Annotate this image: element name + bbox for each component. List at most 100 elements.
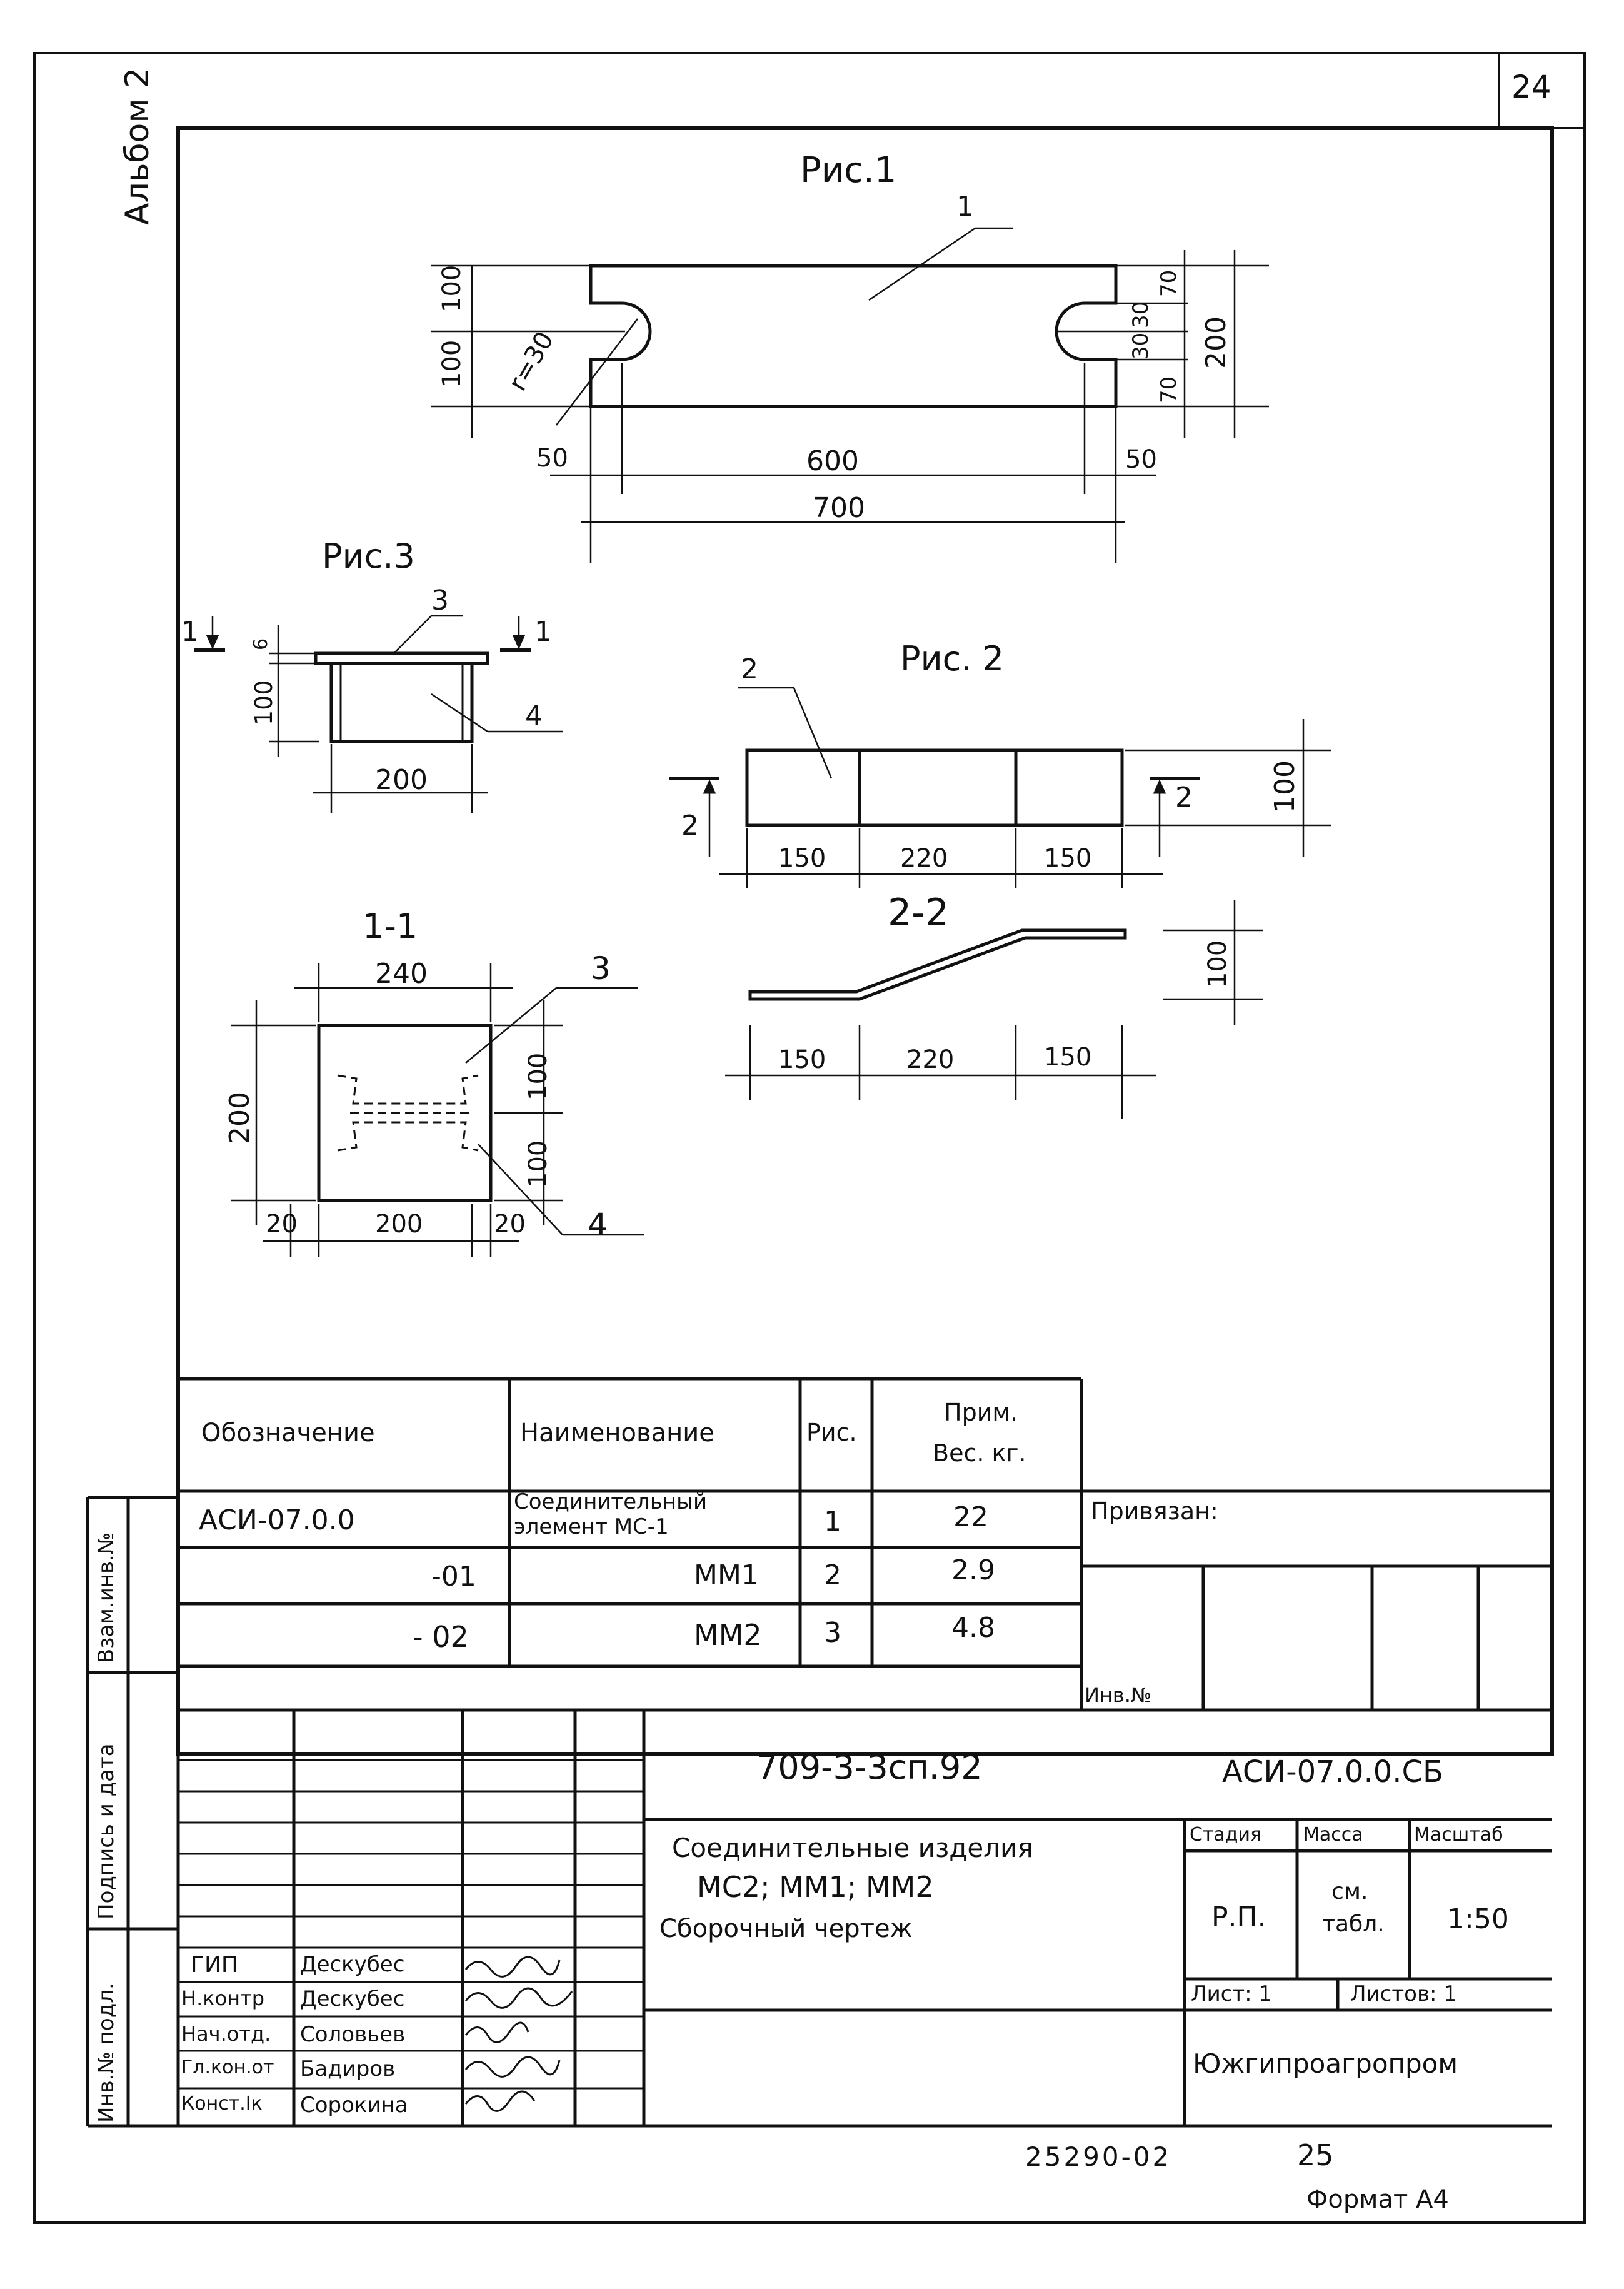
- inventory-number: 25290-02: [1025, 2141, 1172, 2172]
- sig-role-3: Нач.отд.: [181, 2022, 271, 2046]
- sig-name-4: Бадиров: [300, 2056, 396, 2081]
- fig2-dim-seg2: 220: [900, 844, 948, 873]
- spec-table-lines: [178, 1377, 1552, 1712]
- spec-header-designation: Обозначение: [201, 1419, 375, 1447]
- fig1-dim-right-70a: 70: [1156, 269, 1181, 297]
- section11-part-ref-bottom: 4: [588, 1207, 608, 1243]
- spec-row2-designation: -01: [431, 1561, 476, 1592]
- fig1-title: Рис.1: [800, 150, 897, 191]
- spec-header-note-line2: Вес. кг.: [933, 1439, 1026, 1467]
- section22-dimension-lines: [725, 900, 1263, 1119]
- fig1-dim-right-70b: 70: [1156, 376, 1181, 403]
- fig1-part-ref: 1: [956, 191, 974, 223]
- fig1-dim-right-total: 200: [1200, 316, 1232, 369]
- fig2-dim-seg1: 150: [778, 844, 826, 873]
- binding-label: Привязан:: [1091, 1497, 1218, 1525]
- section22-dim-seg3: 150: [1044, 1043, 1092, 1072]
- spec-header-note-line1: Прим.: [944, 1399, 1018, 1426]
- fig3-dim-height: 100: [250, 680, 278, 725]
- sig-name-5: Сорокина: [300, 2093, 408, 2118]
- side-label-original-inv: Инв.№ подл.: [94, 1983, 119, 2123]
- sheet-frames: [33, 52, 1586, 2224]
- spec-row2-name: ММ1: [694, 1559, 759, 1591]
- fig3-section-mark-right: 1: [534, 616, 552, 648]
- mass-value-line1: см.: [1331, 1879, 1368, 1904]
- spec-row3-designation: - 02: [413, 1620, 469, 1654]
- binding-inv-label: Инв.№: [1085, 1683, 1152, 1707]
- mass-value-line2: табл.: [1322, 1911, 1385, 1937]
- fig2-dim-seg3: 150: [1044, 844, 1092, 873]
- fig1-dim-overall: 700: [813, 492, 865, 524]
- spec-row2-weight: 2.9: [951, 1554, 995, 1586]
- title-block-lines: [86, 1496, 1552, 2128]
- fig1-dim-left-top: 100: [438, 264, 466, 313]
- title-line1: Соединительные изделия: [672, 1833, 1033, 1863]
- section11-dim-bottom-mid: 200: [375, 1210, 423, 1239]
- scale-value: 1:50: [1447, 1903, 1509, 1935]
- fig1-dim-bottom-mid: 600: [806, 445, 859, 477]
- section11-hidden-profile: [337, 1074, 479, 1152]
- spec-row1-name-line1: Соединительный: [514, 1489, 708, 1514]
- mass-header: Масса: [1303, 1824, 1363, 1846]
- spec-row1-weight: 22: [953, 1501, 988, 1533]
- spec-row3-name: ММ2: [694, 1618, 762, 1652]
- section22-dim-height: 100: [1203, 940, 1232, 988]
- section11-dim-bottom-right: 20: [494, 1210, 526, 1239]
- section11-title: 1-1: [363, 907, 418, 946]
- scale-header: Масштаб: [1414, 1824, 1503, 1846]
- fig2-section-mark-right: 2: [1175, 782, 1193, 813]
- spec-header-name: Наименование: [520, 1419, 714, 1447]
- spec-header-fig: Рис.: [806, 1419, 857, 1446]
- section11-dim-top: 240: [375, 958, 428, 990]
- sig-role-1: ГИП: [191, 1952, 238, 1978]
- fig2-dimension-lines: [669, 687, 1331, 888]
- sig-role-4: Гл.кон.от: [181, 2056, 274, 2078]
- fig2-dim-height: 100: [1269, 760, 1301, 813]
- album-label: Альбом 2: [119, 67, 156, 225]
- section11-dimension-lines: [231, 963, 644, 1257]
- fig3-dim-plate: 6: [250, 638, 272, 650]
- section11-plate: [317, 1024, 493, 1202]
- section22-profile: [748, 928, 1127, 1001]
- sheets-label: Листов: 1: [1350, 1981, 1457, 2006]
- section11-dim-right-b: 100: [524, 1140, 553, 1188]
- fig1-dim-bottom-left: 50: [536, 444, 568, 473]
- fig1-dim-right-30b: 30: [1128, 332, 1153, 360]
- sig-role-2: Н.контр: [181, 1986, 265, 2010]
- section22-dim-seg1: 150: [778, 1045, 826, 1074]
- section11-dim-left: 200: [224, 1092, 256, 1144]
- sig-role-5: Конст.Iк: [181, 2093, 263, 2115]
- sheet-label: Лист: 1: [1191, 1981, 1273, 2006]
- organization: Южгипроагропром: [1193, 2048, 1458, 2079]
- page-number: 24: [1511, 69, 1551, 105]
- fig3-part-ref-side: 4: [525, 700, 543, 732]
- fig1-dimension-lines: [431, 227, 1269, 563]
- sig-name-1: Дескубес: [300, 1952, 405, 1977]
- fig2-title: Рис. 2: [900, 639, 1005, 678]
- sheet-index: 25: [1297, 2138, 1334, 2172]
- sig-name-2: Дескубес: [300, 1986, 405, 2011]
- spec-row3-fig: 3: [824, 1617, 841, 1649]
- fig1-dim-right-30a: 30: [1128, 301, 1153, 328]
- fig1-dim-left-bottom: 100: [438, 340, 466, 388]
- section22-title: 2-2: [888, 891, 949, 935]
- fig2-section-mark-left: 2: [681, 810, 699, 842]
- fig3-bracket: [314, 651, 489, 743]
- spec-row1-fig: 1: [824, 1506, 841, 1537]
- fig3-part-ref-top: 3: [431, 585, 449, 616]
- spec-row2-fig: 2: [824, 1559, 841, 1591]
- signature-marks: [464, 1956, 573, 2112]
- side-label-replaced-inv: Взам.инв.№: [94, 1532, 119, 1663]
- fig1-plate: [589, 264, 1118, 408]
- sig-name-3: Соловьев: [300, 2022, 406, 2047]
- fig2-part-ref: 2: [741, 653, 758, 685]
- section-arrows: [206, 635, 1166, 794]
- spec-row1-designation: АСИ-07.0.0: [199, 1504, 355, 1536]
- section11-part-ref-top: 3: [591, 950, 611, 987]
- section22-dim-seg2: 220: [906, 1045, 955, 1074]
- stage-value: Р.П.: [1211, 1901, 1266, 1933]
- stage-header: Стадия: [1190, 1824, 1262, 1846]
- project-code: 709-3-3сп.92: [756, 1748, 983, 1787]
- format-label: Формат А4: [1306, 2185, 1449, 2214]
